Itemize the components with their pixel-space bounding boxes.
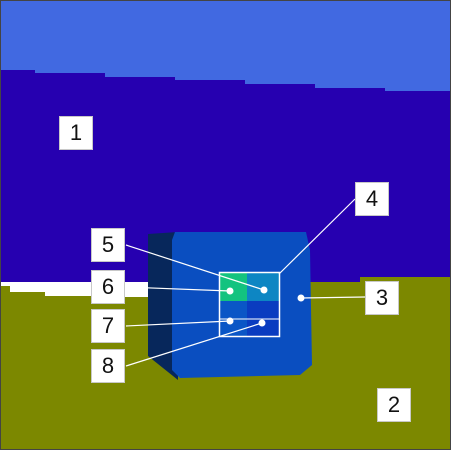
region-label-3: 3 [365,281,399,315]
region-label-5: 5 [91,228,125,262]
leader-line-6 [125,286,231,292]
region-label-8: 8 [91,349,125,383]
leader-dot-3 [297,294,305,302]
leader-dot-7 [226,317,234,325]
leader-dot-6 [226,287,234,295]
region-label-7: 7 [91,309,125,343]
leader-line-3 [300,296,366,299]
leader-dot-8 [258,319,266,327]
selection-outline [218,271,281,338]
region-label-2: 2 [377,388,411,422]
leader-dot-5 [260,286,268,294]
leader-line-5 [125,244,265,291]
leader-line-8 [125,322,263,367]
leader-line-4 [278,198,356,275]
region-label-6: 6 [91,270,125,304]
box-side-face [148,232,178,380]
region-label-4: 4 [355,182,389,216]
region-label-1: 1 [59,116,93,150]
leader-line-7 [125,320,231,327]
